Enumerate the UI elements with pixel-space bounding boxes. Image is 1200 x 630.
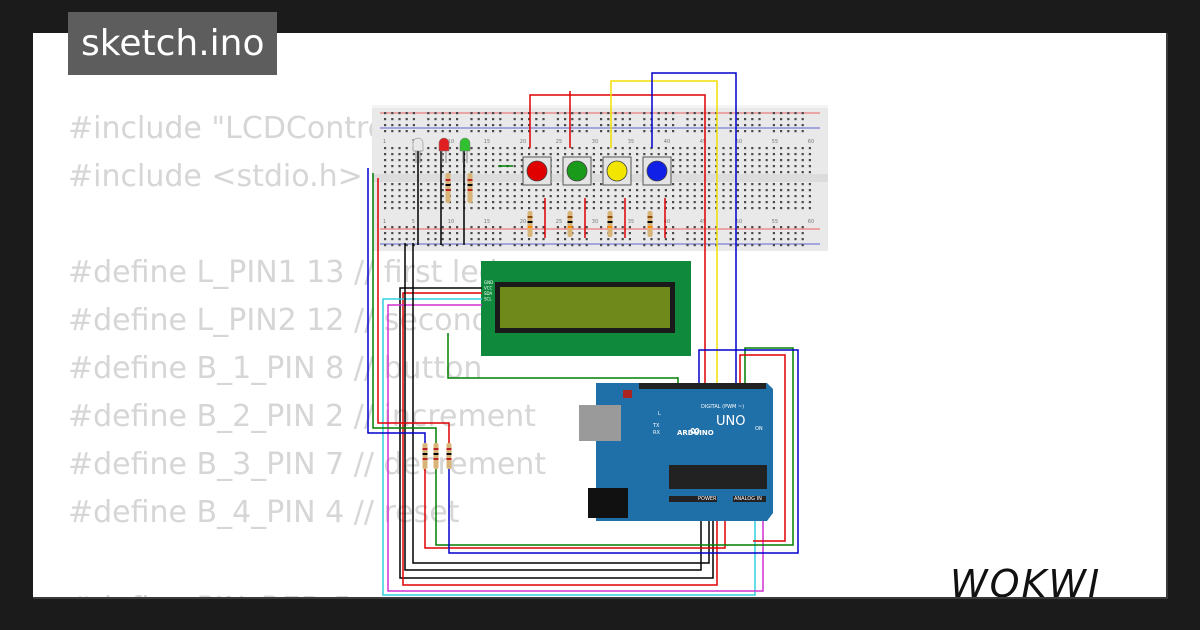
tx-led-label: TX <box>652 423 660 429</box>
code-line: #include <stdio.h> <box>68 159 363 194</box>
column-number: 60 <box>808 139 814 145</box>
arduino-uno: ∞ UNO ARDUINO DIGITAL (PWM ~) POWER ANAL… <box>579 383 773 521</box>
code-line: #define B_3_PIN 7 // decrement <box>68 447 547 482</box>
code-line: #define B_2_PIN 2 // increment <box>68 399 536 434</box>
pushbutton[interactable] <box>602 156 632 186</box>
column-number: 60 <box>808 219 814 225</box>
arduino-brand-label: ARDUINO <box>677 429 714 437</box>
column-number: 20 <box>520 139 526 145</box>
pushbutton[interactable] <box>522 156 552 186</box>
rx-led-label: RX <box>653 430 660 436</box>
column-number: 50 <box>736 139 742 145</box>
column-number: 30 <box>592 139 598 145</box>
column-number: 40 <box>664 219 670 225</box>
led <box>438 137 450 163</box>
digital-pins-label: DIGITAL (PWM ~) <box>701 404 744 410</box>
column-number: 10 <box>448 219 454 225</box>
l-led-label: L <box>658 411 661 417</box>
column-number: 55 <box>772 219 778 225</box>
column-number: 25 <box>556 219 562 225</box>
wokwi-logo: WOKWI <box>950 562 1101 599</box>
led <box>459 137 471 163</box>
breadboard-column-numbers: 1 1 55 10 10 15 15 20 20 25 25 30 30 35 35 40 40 45 45 50 50… <box>383 139 814 225</box>
led <box>412 137 424 163</box>
column-number: 35 <box>628 219 634 225</box>
circuit-diagram: 1 1 55 10 10 15 15 20 20 25 25 30 30 35 35 40 40 45 45 50 50… <box>367 72 828 596</box>
breadboard-jumpers <box>417 148 666 245</box>
wokwi-logo-text: WOKWI <box>950 562 1101 599</box>
lcd-pin-label: SDA <box>484 291 493 296</box>
column-number: 25 <box>556 139 562 145</box>
on-led-label: ON <box>755 426 763 432</box>
code-line: #define B_4_PIN 4 // reset <box>68 495 460 530</box>
column-number: 5 <box>412 219 415 225</box>
column-number: 30 <box>592 219 598 225</box>
sketch-filename-tab: sketch.ino <box>68 12 278 75</box>
column-number: 20 <box>520 219 526 225</box>
power-pins-label: POWER <box>698 496 717 502</box>
lcd-pin-label: GND <box>484 280 493 285</box>
column-number: 15 <box>484 139 490 145</box>
led-group <box>412 137 471 163</box>
lcd-pin-label: SCL <box>484 297 492 302</box>
lcd-pin-label: VCC <box>484 286 493 291</box>
column-number: 1 <box>383 139 386 145</box>
column-number: 10 <box>448 139 454 145</box>
column-number: 35 <box>628 139 634 145</box>
wires <box>367 72 799 596</box>
pushbutton-group <box>522 156 672 186</box>
arduino-side-resistors <box>422 443 452 469</box>
svg-text:∞: ∞ <box>689 423 701 439</box>
pushbutton[interactable] <box>562 156 592 186</box>
column-number: 45 <box>700 219 706 225</box>
arduino-model-label: UNO <box>716 414 745 429</box>
column-number: 40 <box>664 139 670 145</box>
analog-pins-label: ANALOG IN <box>734 496 762 502</box>
preview-card: #include "LCDControl.h"#include <stdio.h… <box>33 33 1168 599</box>
column-number: 45 <box>700 139 706 145</box>
column-number: 15 <box>484 219 490 225</box>
column-number: 50 <box>736 219 742 225</box>
column-number: 1 <box>383 219 386 225</box>
breadboard-resistors <box>445 173 653 237</box>
column-number: 55 <box>772 139 778 145</box>
pushbutton[interactable] <box>642 156 672 186</box>
code-line: #define PIN_RED 5 <box>68 585 546 597</box>
